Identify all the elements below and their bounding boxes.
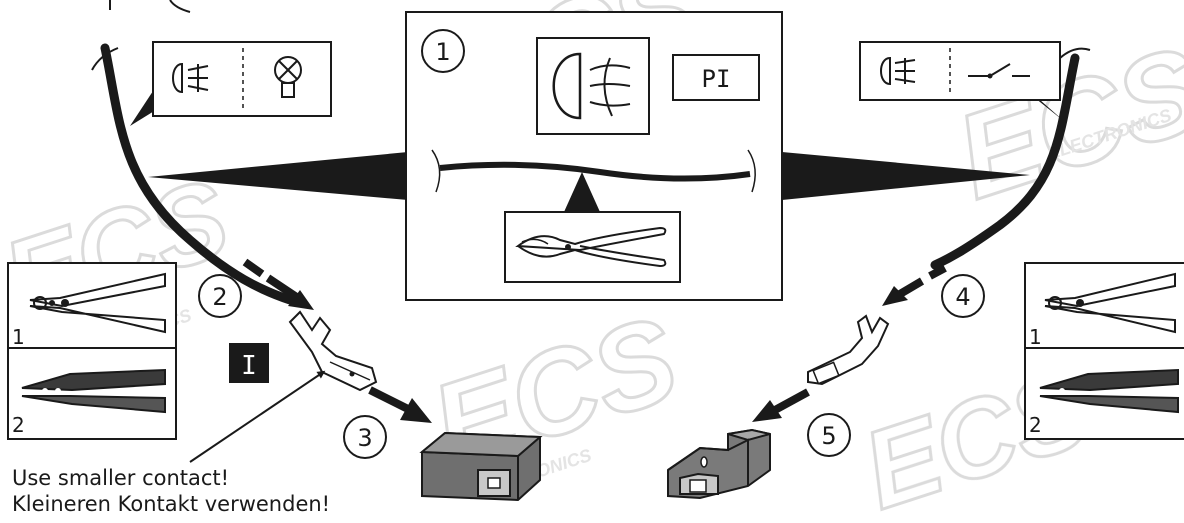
left-wedge (148, 152, 408, 200)
tool-item-2: 2 (1029, 413, 1042, 437)
center-panel: 1 PI (405, 11, 783, 301)
crimp-plier-icon (29, 272, 166, 334)
right-cable-end (1059, 47, 1091, 59)
left-cable-end (91, 47, 119, 71)
tool-item-1: 1 (12, 325, 25, 349)
right-terminal-contact (807, 314, 890, 386)
right-crimp-tool-panel: 1 2 (1024, 262, 1184, 440)
bulb-icon (274, 56, 302, 98)
marker-box (229, 343, 269, 383)
fog-lamp-switch-label (859, 41, 1061, 101)
ratchet-crimper-icon (1039, 368, 1179, 414)
insert-arrow-to-housing (368, 386, 432, 423)
step-2-number: 2 (212, 283, 227, 311)
step-4-circle (941, 274, 985, 318)
step-2-circle (198, 274, 242, 318)
fog-lamp-icon (880, 56, 916, 86)
tool-item-1: 1 (1029, 325, 1042, 349)
cable-end-squiggle (109, 0, 191, 13)
note-line-english: Use smaller contact! (12, 466, 230, 490)
crimp-plier-icon (1044, 272, 1176, 334)
step-1-circle (421, 29, 465, 73)
ratchet-crimper-icon (21, 368, 166, 414)
fog-lamp-icon-large (536, 37, 650, 135)
fog-lamp-icon (172, 62, 209, 94)
cut-wire (439, 161, 751, 182)
step-5-circle (807, 413, 851, 457)
fog-lamp-bulb-label (152, 41, 332, 117)
cut-point-arrow (564, 172, 600, 212)
step-1-number: 1 (435, 38, 450, 66)
step-5-number: 5 (821, 422, 836, 450)
tool-item-2: 2 (12, 413, 25, 437)
left-crimp-tool-panel: 1 2 (7, 262, 177, 440)
step-3-number: 3 (357, 424, 372, 452)
pi-label-box (672, 54, 760, 101)
right-cable (930, 53, 1080, 270)
left-cable (100, 43, 295, 305)
note-line-german: Kleineren Kontakt verwenden! (12, 492, 331, 516)
switch-icon (968, 63, 1030, 79)
connector-housing-left (419, 431, 543, 502)
right-wedge (782, 152, 1030, 200)
note-pointer (189, 370, 326, 463)
insert-arrow-right (882, 264, 947, 306)
left-terminal-contact (288, 310, 378, 392)
step-4-number: 4 (955, 283, 970, 311)
pi-label: PI (702, 65, 731, 93)
insert-arrow-left (242, 258, 314, 310)
connector-housing-right (667, 428, 771, 500)
side-cutter-icon (515, 226, 667, 268)
insert-arrow-to-housing (752, 388, 810, 422)
contact-note: Use smaller contact! Kleineren Kontakt v… (12, 465, 330, 517)
marker-label: I (241, 351, 257, 381)
step-3-circle (343, 415, 387, 459)
